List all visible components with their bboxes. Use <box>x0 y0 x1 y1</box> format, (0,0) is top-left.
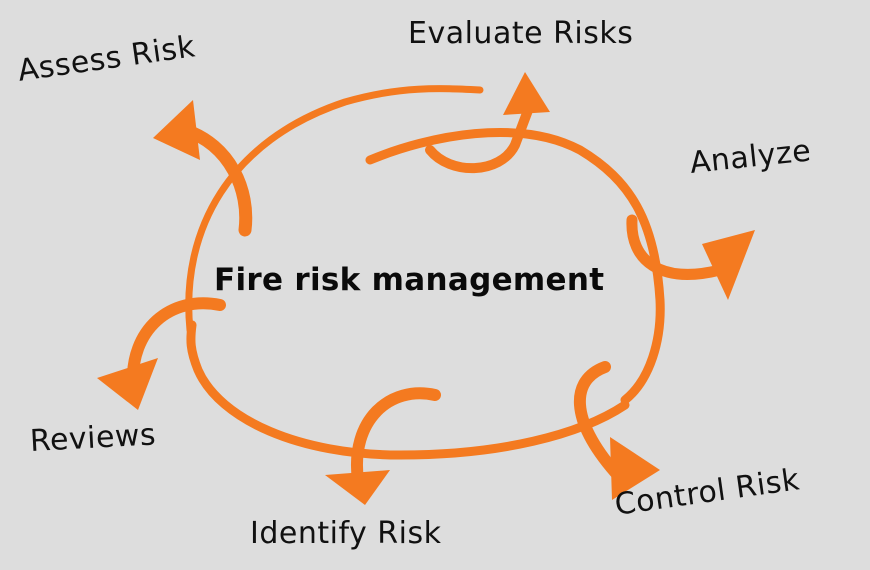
step-label-identify-risk: Identify Risk <box>250 516 442 551</box>
hook-evaluate <box>425 100 535 174</box>
hook-assess <box>178 123 253 237</box>
ellipse-arc-bottom <box>186 320 630 460</box>
arrowhead-reviews <box>97 358 158 410</box>
diagram-title: Fire risk management <box>214 262 605 298</box>
ellipse-arc-top-left <box>185 85 484 334</box>
arrowhead-control <box>610 437 660 500</box>
arrowhead-evaluate <box>503 72 550 115</box>
step-label-reviews: Reviews <box>29 417 157 459</box>
ellipse-arc-top-right <box>365 127 665 405</box>
step-label-evaluate-risks: Evaluate Risks <box>408 16 634 51</box>
hook-control <box>573 361 621 478</box>
hook-identify <box>350 387 441 486</box>
hook-analyze <box>626 214 726 280</box>
arrowhead-analyze <box>702 230 755 300</box>
arrowhead-assess <box>153 100 200 160</box>
arrowhead-identify <box>325 470 390 505</box>
